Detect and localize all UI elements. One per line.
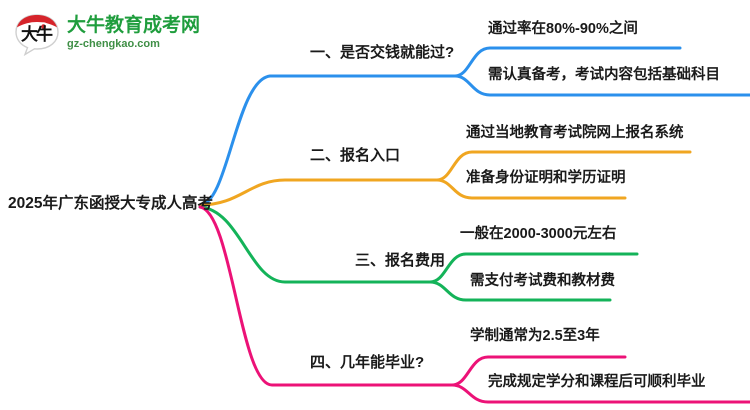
logo-title: 大牛教育成考网 <box>67 15 201 37</box>
leaf-label-2-2: 准备身份证明和学历证明 <box>466 170 626 186</box>
logo-subtitle: gz-chengkao.com <box>67 38 160 51</box>
root-node-label: 2025年广东函授大专成人高考 <box>8 195 213 212</box>
leaf-label-1-2: 需认真备考，考试内容包括基础科目 <box>488 67 720 83</box>
connector-branch-2 <box>198 150 692 207</box>
branch-label-1: 一、是否交钱就能过? <box>310 44 455 61</box>
logo-badge-icon: 大牛 <box>14 12 60 57</box>
branch-label-3: 三、报名费用 <box>355 252 446 269</box>
connector-branch-4 <box>198 205 750 404</box>
branch-label-4: 四、几年能毕业? <box>310 354 425 371</box>
speech-bubble-icon <box>15 14 59 57</box>
leaf-label-4-1: 学制通常为2.5至3年 <box>470 328 600 344</box>
leaf-label-2-1: 通过当地教育考试院网上报名系统 <box>466 125 684 141</box>
branch-label-2: 二、报名入口 <box>310 147 401 164</box>
connector-branch-3 <box>198 205 639 302</box>
logo-text-block: 大牛教育成考网 gz-chengkao.com <box>67 16 200 51</box>
leaf-label-3-1: 一般在2000-3000元左右 <box>460 226 617 242</box>
leaf-label-1-1: 通过率在80%-90%之间 <box>488 21 638 37</box>
leaf-label-4-2: 完成规定学分和课程后可顺利毕业 <box>488 374 706 390</box>
site-logo: 大牛 大牛教育成考网 gz-chengkao.com <box>14 10 234 58</box>
connector-branch-1 <box>198 46 750 207</box>
logo-badge-label: 大牛 <box>21 24 53 44</box>
leaf-label-3-2: 需支付考试费和教材费 <box>470 273 615 289</box>
